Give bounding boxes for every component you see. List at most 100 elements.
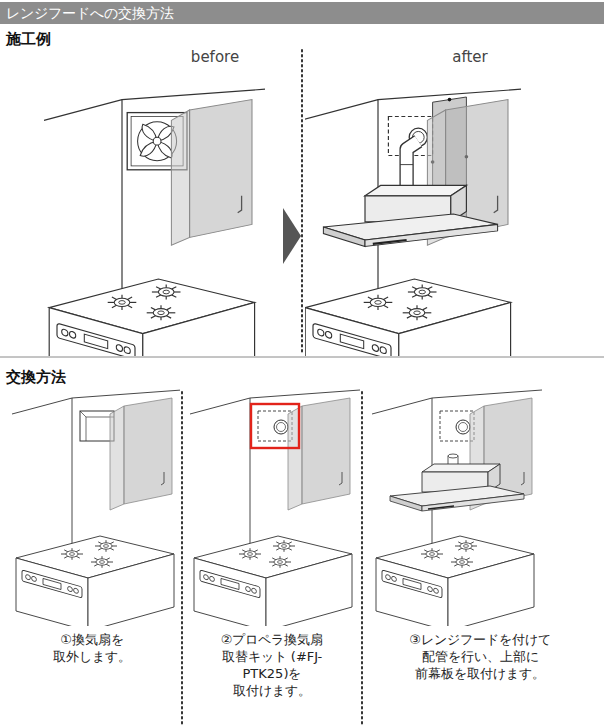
burner-spoke bbox=[167, 316, 172, 318]
burner-ring bbox=[460, 543, 472, 549]
panel-knob bbox=[74, 588, 79, 594]
burner-spoke bbox=[95, 546, 100, 547]
control-panel bbox=[200, 570, 260, 598]
burner-spoke bbox=[78, 554, 83, 555]
kit-port bbox=[274, 420, 288, 434]
burner bbox=[269, 556, 291, 568]
page-title: レンジフードへの交換方法 bbox=[6, 4, 174, 22]
burner-spoke bbox=[454, 564, 458, 566]
burner-spoke bbox=[147, 312, 154, 313]
burner-spoke bbox=[470, 542, 474, 544]
burner-spoke bbox=[72, 548, 73, 551]
hood-box-top bbox=[422, 464, 500, 472]
burner-ring bbox=[114, 298, 130, 306]
counter-side bbox=[399, 302, 511, 356]
burner-spoke bbox=[166, 296, 167, 299]
burner-spoke bbox=[416, 305, 417, 308]
burner-spoke bbox=[422, 296, 423, 299]
panel-display bbox=[43, 578, 61, 589]
wall-edge bbox=[190, 390, 360, 561]
panel-knob bbox=[116, 344, 122, 352]
burner-spoke bbox=[108, 562, 113, 563]
burner-spoke bbox=[102, 565, 103, 568]
burner-spoke bbox=[254, 556, 258, 558]
burner-spoke bbox=[272, 564, 276, 566]
wall-cabinet-front bbox=[302, 398, 350, 504]
burner-spoke bbox=[108, 302, 115, 303]
step-caption: ①換気扇を 取外します。 bbox=[44, 632, 140, 666]
burner-spoke bbox=[169, 312, 176, 313]
counter-side bbox=[143, 302, 255, 356]
burner-ring bbox=[100, 543, 112, 549]
kit-port-inner bbox=[277, 423, 286, 432]
burner-spoke bbox=[166, 284, 167, 287]
burner-ring bbox=[244, 551, 256, 557]
burner bbox=[403, 305, 432, 320]
burner-ring bbox=[414, 288, 430, 296]
burner bbox=[91, 556, 113, 568]
burner bbox=[239, 548, 261, 560]
burner-spoke bbox=[284, 549, 285, 552]
burner bbox=[408, 284, 437, 299]
cabinet-handle bbox=[494, 196, 498, 213]
burner-cap bbox=[419, 290, 426, 294]
burner-spoke bbox=[466, 540, 467, 543]
burner-spoke bbox=[106, 558, 110, 560]
burner-spoke bbox=[284, 540, 285, 543]
panel-frame bbox=[57, 323, 135, 356]
burner-spoke bbox=[269, 562, 274, 563]
dotted-separator bbox=[301, 50, 303, 354]
burner-spoke bbox=[254, 550, 258, 552]
burner-spoke bbox=[250, 548, 251, 551]
highlight-frame bbox=[251, 404, 299, 448]
panel-knob bbox=[26, 574, 31, 580]
replacement-kit bbox=[440, 411, 474, 441]
burner-spoke bbox=[76, 550, 80, 552]
burner bbox=[108, 295, 137, 310]
burner bbox=[451, 556, 473, 568]
kit-port-inner bbox=[459, 423, 468, 432]
burner bbox=[152, 284, 181, 299]
wall-cabinet-side bbox=[171, 110, 189, 245]
panel-display bbox=[340, 334, 363, 348]
burner bbox=[421, 548, 443, 560]
burner-cap bbox=[100, 561, 105, 564]
title-band bbox=[0, 2, 604, 24]
burner-spoke bbox=[458, 542, 462, 544]
burner-cap bbox=[104, 545, 109, 548]
burner-spoke bbox=[152, 291, 159, 292]
burner-spoke bbox=[110, 542, 114, 544]
burner-spoke bbox=[384, 297, 389, 299]
burner-spoke bbox=[377, 307, 378, 310]
burner-spoke bbox=[368, 297, 373, 299]
panel-display bbox=[84, 334, 107, 348]
hood-control-strip bbox=[428, 506, 454, 509]
burner-spoke bbox=[416, 317, 417, 320]
burner-spoke bbox=[98, 548, 102, 550]
burner-spoke bbox=[106, 540, 107, 543]
panel-knob bbox=[325, 331, 331, 339]
burner-spoke bbox=[421, 554, 426, 555]
burner-ring bbox=[96, 559, 108, 565]
burner-cap bbox=[460, 561, 465, 564]
burner-spoke bbox=[156, 295, 161, 297]
counter-front bbox=[194, 558, 266, 626]
burner-ring bbox=[66, 551, 78, 557]
wall-cabinet-front bbox=[190, 100, 252, 238]
dotted-separator bbox=[361, 392, 363, 724]
burner-spoke bbox=[288, 548, 292, 550]
burner-spoke bbox=[284, 558, 288, 560]
burner-spoke bbox=[403, 312, 410, 313]
burner-spoke bbox=[128, 297, 133, 299]
burner-spoke bbox=[151, 316, 156, 318]
scene-step1 bbox=[12, 390, 180, 626]
wall-edge bbox=[44, 89, 265, 311]
panel-knob bbox=[386, 574, 391, 580]
burner-cap bbox=[282, 545, 287, 548]
burner-spoke bbox=[280, 565, 281, 568]
burner-spoke bbox=[72, 557, 73, 560]
burner-spoke bbox=[438, 554, 443, 555]
duct-stub-top bbox=[448, 454, 458, 458]
burner-ring bbox=[370, 298, 386, 306]
panel-knob bbox=[372, 344, 378, 352]
